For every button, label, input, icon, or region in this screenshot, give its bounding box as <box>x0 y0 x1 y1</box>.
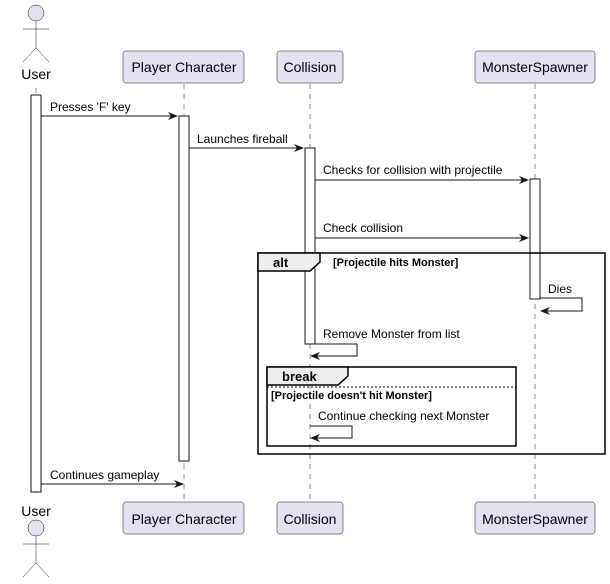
participant-spawner-label-bottom: MonsterSpawner <box>482 511 588 527</box>
user-label-top: User <box>21 66 51 82</box>
participant-collision-label-bottom: Collision <box>284 511 337 527</box>
arrowhead-m4 <box>519 234 529 242</box>
break-fragment: break [Projectile doesn't hit Monster] <box>266 366 517 447</box>
participant-collision-label-top: Collision <box>284 59 337 75</box>
arrowhead-m5 <box>540 307 550 315</box>
arrowhead-m1 <box>168 112 178 120</box>
participant-spawner-label-top: MonsterSpawner <box>482 59 588 75</box>
activation-player <box>178 115 190 462</box>
message-checks-collision: Checks for collision with projectile <box>323 163 503 177</box>
activation-collision <box>304 147 316 345</box>
message-continues-gameplay: Continues gameplay <box>50 468 159 482</box>
participant-player-bottom: Player Character <box>122 501 245 535</box>
participant-collision-top: Collision <box>276 50 344 84</box>
participant-collision-bottom: Collision <box>276 501 344 535</box>
user-actor-top <box>22 4 50 63</box>
alt-fragment: alt [Projectile hits Monster] <box>257 252 606 455</box>
participant-player-label-bottom: Player Character <box>131 511 236 527</box>
message-remove-monster: Remove Monster from list <box>323 327 460 341</box>
participant-spawner-bottom: MonsterSpawner <box>474 501 596 535</box>
message-presses-f-key: Presses 'F' key <box>50 100 131 114</box>
break-keyword: break <box>282 369 317 384</box>
message-dies: Dies <box>548 282 572 296</box>
message-launches-fireball: Launches fireball <box>197 132 288 146</box>
activation-user <box>30 94 42 493</box>
arrowhead-m7 <box>310 434 320 442</box>
message-continue-checking: Continue checking next Monster <box>318 409 489 423</box>
arrowhead-m8 <box>174 480 184 488</box>
user-label-bottom: User <box>21 503 51 519</box>
activation-spawner <box>529 178 541 300</box>
participant-player-label-top: Player Character <box>131 59 236 75</box>
break-condition: [Projectile doesn't hit Monster] <box>271 390 432 402</box>
arrowhead-m6 <box>310 352 320 360</box>
arrowhead-m2 <box>294 144 304 152</box>
arrowhead-m3 <box>519 176 529 184</box>
message-check-collision: Check collision <box>323 221 403 235</box>
alt-condition: [Projectile hits Monster] <box>333 257 459 269</box>
user-actor-bottom <box>22 519 50 578</box>
participant-spawner-top: MonsterSpawner <box>474 50 596 84</box>
participant-player-top: Player Character <box>122 50 245 84</box>
alt-keyword: alt <box>273 255 289 270</box>
